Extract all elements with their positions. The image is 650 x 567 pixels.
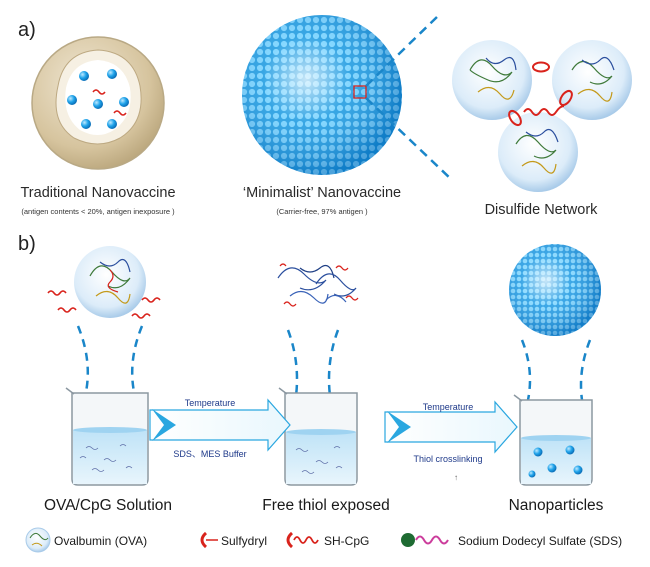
zoom-line-bottom xyxy=(365,97,453,181)
step-1-caption: OVA/CpG Solution xyxy=(44,497,172,514)
pour-lines xyxy=(76,325,592,401)
process-arrow-2 xyxy=(384,400,518,454)
beaker-ova-cpg xyxy=(65,387,149,486)
traditional-nanovaccine-illustration xyxy=(31,36,165,170)
beaker-nanoparticles xyxy=(513,394,593,486)
minimalist-nanovaccine-subtitle: (Carrier-free, 97% antigen ) xyxy=(276,207,368,216)
traditional-nanovaccine-title: Traditional Nanovaccine xyxy=(20,185,175,201)
exposed-thiol-protein-cluster xyxy=(277,263,359,307)
zoom-line-top xyxy=(365,13,441,87)
ova-protein-bubble xyxy=(74,246,146,318)
minimalist-nanovaccine-sphere xyxy=(242,15,402,175)
sh-cpg-legend-icon xyxy=(286,531,319,549)
legend-sh-cpg-label: SH-CpG xyxy=(324,534,369,548)
minimalist-nanovaccine-title: ‘Minimalist’ Nanovaccine xyxy=(243,185,401,201)
process-arrow-1 xyxy=(149,398,291,452)
ova-legend-icon xyxy=(25,527,51,553)
sulfydryl-legend-icon xyxy=(200,531,218,549)
arrow-1-top-label: Temperature xyxy=(185,398,236,408)
legend-ova-label: Ovalbumin (OVA) xyxy=(54,534,147,548)
step-3-caption: Nanoparticles xyxy=(509,497,604,514)
beaker-free-thiol xyxy=(278,387,358,486)
disulfide-network-illustration xyxy=(452,40,632,192)
panel-a-label: a) xyxy=(18,19,36,41)
traditional-nanovaccine-subtitle: (antigen contents < 20%, antigen inexpos… xyxy=(21,207,175,216)
legend: Ovalbumin (OVA) Sulfydryl SH-CpG Sodium … xyxy=(25,527,622,553)
free-cpg-strands xyxy=(47,290,161,319)
panel-b-label: b) xyxy=(18,233,36,255)
arrow-2-bottom-label: Thiol crosslinking xyxy=(413,454,482,464)
arrow-1-bottom-label: SDS、MES Buffer xyxy=(173,449,246,459)
arrow-2-mark: ↑ xyxy=(454,473,458,482)
sds-legend-icon xyxy=(401,533,449,547)
step-2-caption: Free thiol exposed xyxy=(262,497,390,514)
disulfide-network-title: Disulfide Network xyxy=(485,202,599,218)
arrow-2-top-label: Temperature xyxy=(423,402,474,412)
legend-sulfydryl-label: Sulfydryl xyxy=(221,534,267,548)
legend-sds-label: Sodium Dodecyl Sulfate (SDS) xyxy=(458,534,622,548)
nanoparticle-sphere xyxy=(509,244,601,336)
